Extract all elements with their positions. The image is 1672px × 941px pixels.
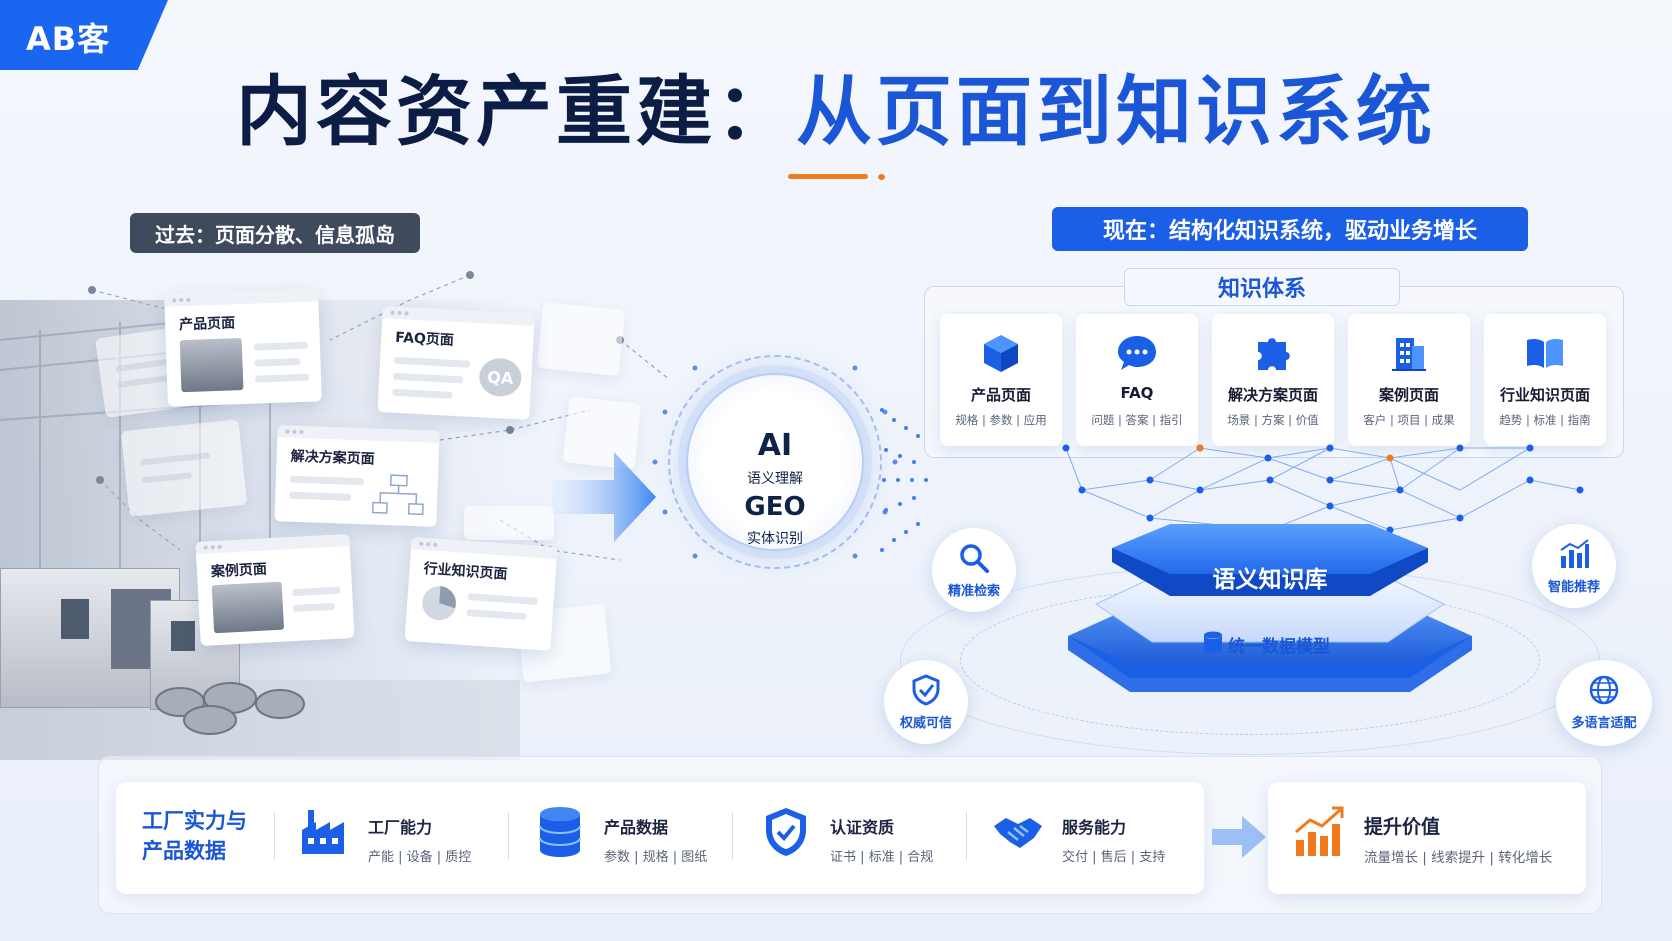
past-page-name: 行业知识页面: [423, 560, 508, 583]
cube-icon: [984, 335, 1018, 372]
geo-sub-label: 实体识别: [747, 531, 803, 547]
bottom-item-sub: 证书 | 标准 | 合规: [830, 850, 934, 865]
knowledge-card-solution: 解决方案页面 场景 | 方案 | 价值: [1212, 314, 1334, 446]
handshake-icon: [994, 818, 1042, 848]
knowledge-card-sub: 趋势 | 标准 | 指南: [1499, 413, 1591, 427]
title-underline-dot: [878, 174, 885, 180]
bottom-item-title: 工厂能力: [368, 818, 433, 837]
past-page-card-industry: 行业知识页面: [404, 537, 558, 651]
divider: [508, 812, 509, 860]
data-stream-dots: [880, 408, 928, 552]
knowledge-card-sub: 客户 | 项目 | 成果: [1363, 413, 1455, 427]
ai-sub-label: 语义理解: [747, 471, 803, 487]
value-title: 提升价值: [1364, 816, 1441, 838]
feature-label: 权威可信: [899, 716, 952, 731]
title-part1: 内容资产重建：: [236, 67, 796, 156]
ai-orbit-dots: [652, 365, 898, 559]
pie-chart-icon: [422, 586, 457, 621]
bottom-item-title: 认证资质: [830, 818, 895, 837]
feature-label: 智能推荐: [1547, 580, 1600, 595]
knowledge-card-name: 案例页面: [1378, 386, 1439, 404]
semantic-knowledge-base-label: 语义知识库: [1212, 567, 1328, 593]
title-part2: 从页面到知识系统: [796, 67, 1436, 156]
now-label: 现在：结构化知识系统，驱动业务增长: [1052, 207, 1528, 251]
bottom-item-sub: 参数 | 规格 | 图纸: [604, 850, 708, 865]
knowledge-card-name: 解决方案页面: [1227, 386, 1318, 404]
machine-photo-icon: [179, 338, 244, 393]
bottom-item-sub: 交付 | 售后 | 支持: [1062, 850, 1166, 865]
ghost-page-card: [536, 301, 626, 377]
value-sub: 流量增长 | 线索提升 | 转化增长: [1364, 850, 1553, 866]
semantic-platform-illustration: [1068, 524, 1472, 692]
past-page-card-faq: FAQ页面 QA: [377, 306, 535, 420]
transform-arrow: [552, 452, 656, 542]
knowledge-card-name: FAQ: [1120, 384, 1154, 402]
divider: [732, 812, 733, 860]
feature-smart-recommend: 智能推荐: [1532, 524, 1616, 608]
past-page-name: 产品页面: [178, 315, 236, 334]
qa-bubble-icon: QA: [478, 357, 523, 398]
factory-icon: [302, 810, 344, 854]
feature-label: 精准检索: [947, 584, 1000, 599]
ghost-page-card: [464, 506, 554, 540]
heading-line1: 工厂实力与: [142, 809, 247, 833]
past-page-name: 案例页面: [210, 561, 268, 581]
knowledge-card-product: 产品页面 规格 | 参数 | 应用: [940, 314, 1062, 446]
database-icon: [539, 807, 581, 857]
shield-check-icon: [912, 674, 940, 706]
knowledge-card-name: 行业知识页面: [1499, 386, 1590, 404]
growth-chart-icon: [1295, 806, 1344, 856]
title-underline: [788, 174, 868, 179]
bottom-item-title: 服务能力: [1062, 818, 1127, 837]
bar-chart-icon: [1560, 539, 1589, 568]
factory-photo-icon: [211, 581, 285, 634]
bottom-item-sub: 产能 | 设备 | 质控: [368, 850, 472, 865]
knowledge-card-name: 产品页面: [970, 386, 1031, 404]
past-label: 过去：页面分散、信息孤岛: [130, 213, 420, 253]
puzzle-icon: [1258, 338, 1290, 370]
search-icon: [960, 544, 989, 573]
past-page-card-solution: 解决方案页面: [274, 425, 440, 527]
page-title: 内容资产重建：从页面到知识系统: [0, 62, 1672, 162]
knowledge-card-case: 案例页面 客户 | 项目 | 成果: [1348, 314, 1470, 446]
logo: AB客: [0, 0, 168, 70]
past-page-card-case: 案例页面: [195, 534, 355, 646]
shield-icon: [766, 808, 806, 856]
knowledge-card-faq: FAQ 问题 | 答案 | 指引: [1076, 314, 1198, 446]
knowledge-card-sub: 场景 | 方案 | 价值: [1227, 413, 1319, 427]
knowledge-card-sub: 规格 | 参数 | 应用: [955, 413, 1047, 427]
ai-label: AI: [757, 428, 793, 463]
flowchart-icon: [371, 474, 424, 516]
feature-precise-search: 精准检索: [932, 528, 1016, 612]
metal-rolls: [155, 682, 305, 735]
result-arrow: [1212, 816, 1266, 858]
past-page-name: 解决方案页面: [290, 448, 375, 468]
feature-authoritative: 权威可信: [884, 660, 968, 744]
past-page-card-product: 产品页面: [164, 289, 322, 407]
divider: [274, 812, 275, 860]
globe-icon: [1589, 675, 1619, 705]
ai-outer-ring: [668, 355, 882, 569]
bottom-item-title: 产品数据: [604, 818, 669, 837]
divider: [966, 812, 967, 860]
unified-data-model-label: 统一数据模型: [1228, 637, 1330, 657]
knowledge-network-mesh: [1062, 444, 1584, 534]
knowledge-card-industry: 行业知识页面 趋势 | 标准 | 指南: [1484, 314, 1606, 446]
ghost-page-card: [120, 419, 248, 517]
geo-label: GEO: [744, 492, 806, 522]
building-icon: [1392, 338, 1426, 371]
past-page-name: FAQ页面: [394, 329, 455, 349]
database-icon: [1204, 631, 1222, 653]
knowledge-system-title: 知识体系: [1124, 268, 1400, 306]
ai-geo-core: [686, 373, 864, 551]
feature-label: 多语言适配: [1571, 716, 1637, 731]
knowledge-card-sub: 问题 | 答案 | 指引: [1091, 413, 1183, 427]
heading-line2: 产品数据: [142, 839, 226, 863]
factory-data-heading: 工厂实力与 产品数据: [142, 806, 247, 866]
book-icon: [1527, 338, 1563, 368]
feature-multilingual: 多语言适配: [1556, 660, 1652, 746]
chat-icon: [1118, 336, 1156, 370]
